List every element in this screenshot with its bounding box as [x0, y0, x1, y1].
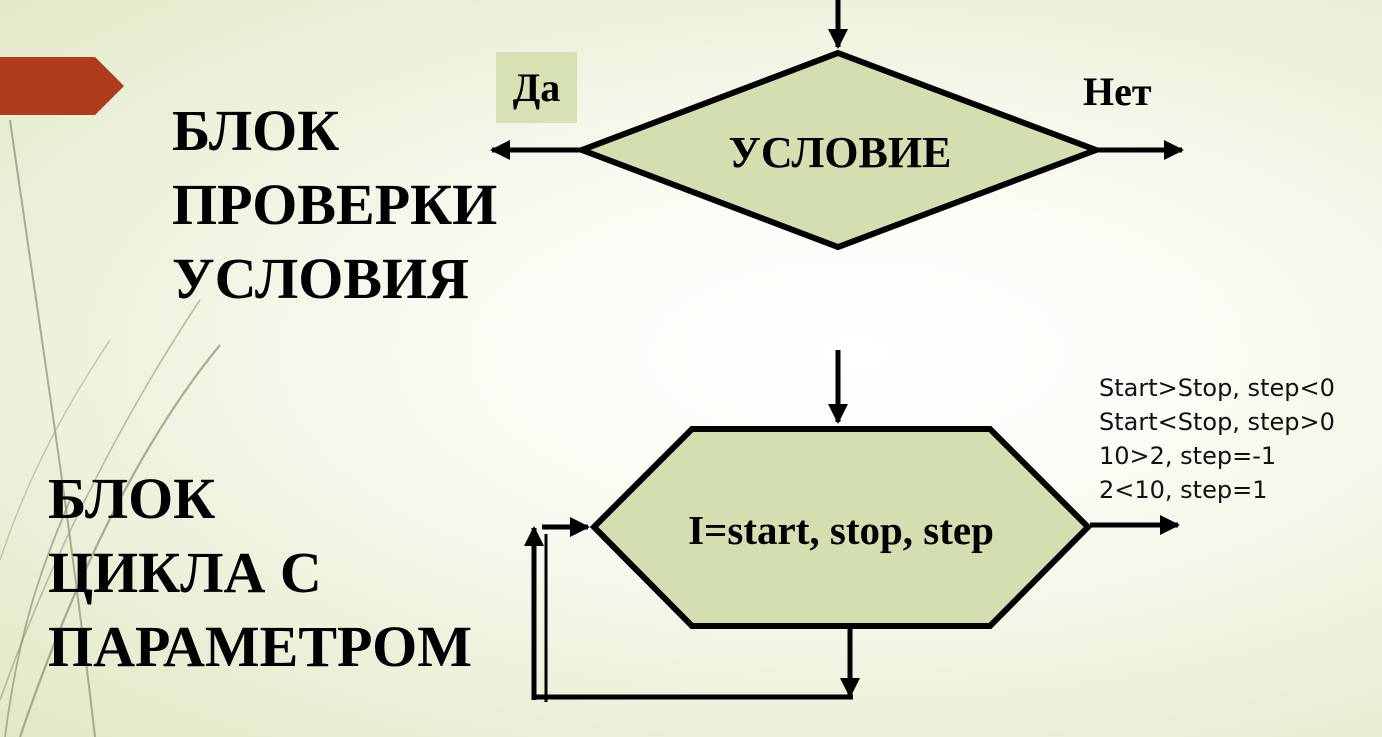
title-condition-block: БЛОК ПРОВЕРКИ УСЛОВИЯ — [172, 94, 497, 316]
loop-note: Start<Stop, step>0 — [1099, 408, 1335, 436]
title-line: ПАРАМЕТРОМ — [48, 614, 472, 679]
loop-note: Start>Stop, step<0 — [1099, 374, 1335, 402]
title-loop-block: БЛОК ЦИКЛА С ПАРАМЕТРОМ — [48, 462, 472, 684]
condition-text: УСЛОВИЕ — [728, 128, 952, 177]
title-line: БЛОК — [48, 466, 216, 531]
loop-note: 2<10, step=1 — [1099, 476, 1268, 504]
title-line: ПРОВЕРКИ — [172, 172, 498, 237]
grass-blade-3 — [18, 344, 221, 737]
accent-tab-shape — [0, 57, 124, 115]
yes-label: Да — [496, 52, 577, 123]
grass-blade-5 — [4, 499, 71, 737]
title-line: БЛОК — [172, 98, 340, 163]
title-line: УСЛОВИЯ — [172, 246, 470, 311]
loop-hexagon — [589, 426, 1093, 629]
accent-tab — [0, 57, 124, 115]
loop-notes: Start>Stop, step<0 Start<Stop, step>0 10… — [1099, 371, 1335, 507]
loop-note: 10>2, step=-1 — [1099, 442, 1277, 470]
no-label: Нет — [1083, 69, 1152, 114]
condition-diamond — [573, 49, 1105, 251]
grass-blade-4 — [0, 339, 111, 561]
grass-blade-1 — [9, 119, 96, 737]
loop-text: I=start, stop, step — [688, 507, 994, 553]
title-line: ЦИКЛА С — [48, 540, 322, 605]
grass-decoration — [0, 119, 221, 737]
